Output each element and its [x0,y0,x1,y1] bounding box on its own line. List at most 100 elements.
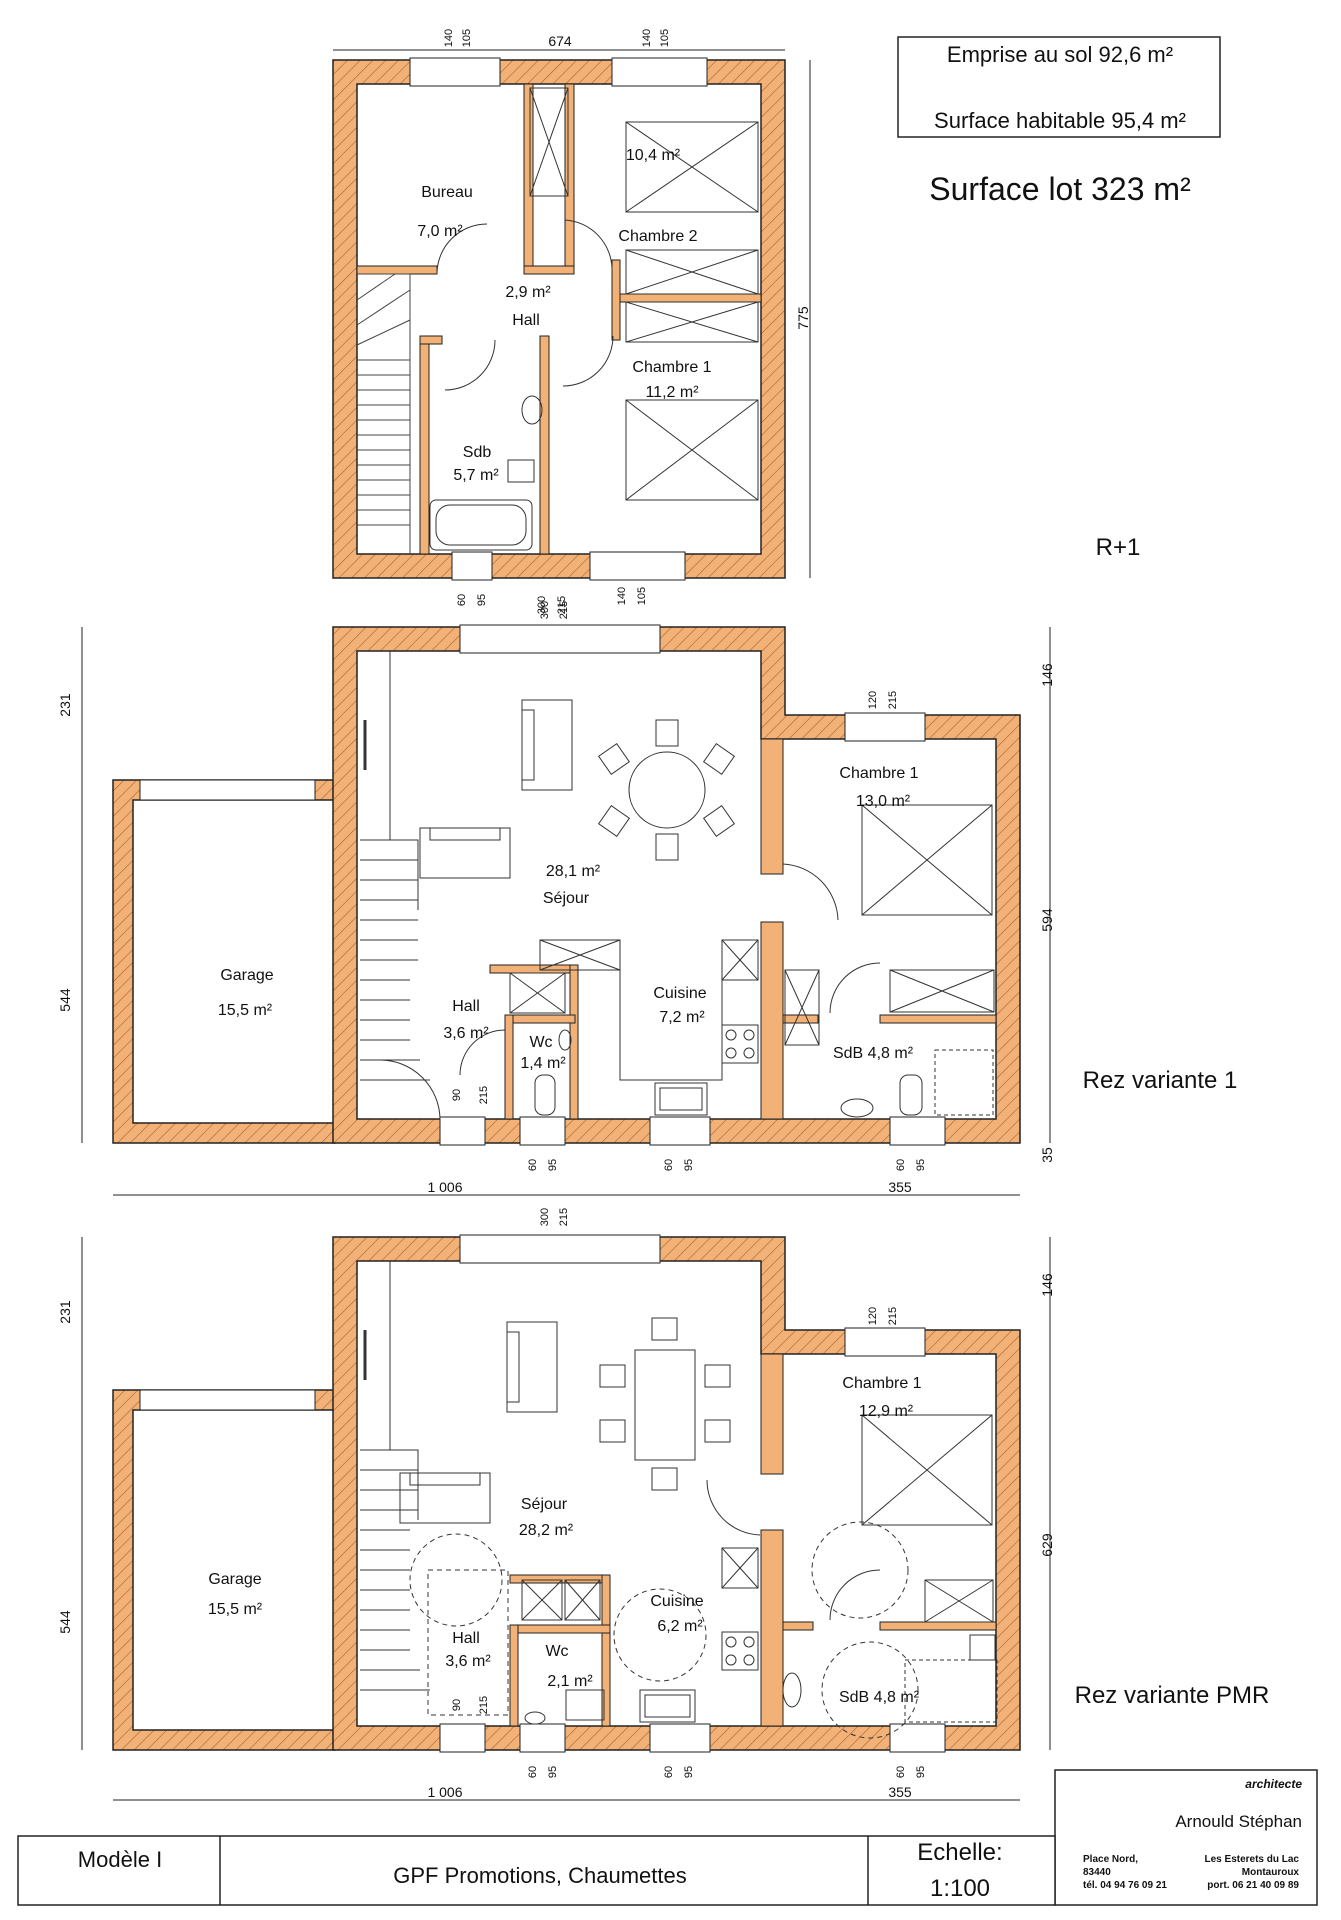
dim-pmr-1006: 1 006 [427,1784,462,1800]
scale-label: Echelle: [917,1839,1002,1866]
pmr-garage-label: Garage [208,1571,261,1588]
dim-pmr-120: 120 [867,1307,879,1325]
upper-chambre1-area: 11,2 m² [645,384,699,401]
upper-bureau-area: 7,0 m² [417,223,463,240]
dim-v1-231: 231 [57,693,73,717]
architect-name: Arnould Stéphan [1175,1812,1302,1831]
living-area-text: Surface habitable 95,4 m² [934,108,1186,133]
v1-chambre1-label: Chambre 1 [839,765,918,782]
v1-hall-area: 3,6 m² [443,1025,489,1042]
address-left-2: 83440 [1083,1867,1111,1878]
pmr-chambre1-label: Chambre 1 [842,1375,921,1392]
upper-sdb-area: 5,7 m² [453,467,499,484]
address-right-1: Les Esterets du Lac [1205,1854,1300,1865]
scale-value: 1:100 [930,1875,990,1902]
upper-chambre2-label: Chambre 2 [618,228,697,245]
dim-v1-300: 300 [539,601,551,619]
dim-v1-215c: 215 [478,1086,490,1104]
address-left-3: tél. 04 94 76 09 21 [1083,1880,1167,1891]
v1-garage-area: 15,5 m² [218,1002,273,1019]
dim-upper-win1-a: 140 [443,29,455,47]
pmr-sejour-area: 28,2 m² [519,1522,574,1539]
dim-upper-win3-b: 95 [476,594,488,606]
dim-upper-win2-a: 140 [641,29,653,47]
dim-upper-win4-a: 300 [536,596,548,614]
dim-upper-win5-b: 105 [636,587,648,605]
dim-v1-120: 120 [867,691,879,709]
dim-v1-60a: 60 [527,1159,539,1171]
dim-v1-355: 355 [888,1179,912,1195]
v1-hall-label: Hall [452,998,480,1015]
dim-v1-60c: 60 [895,1159,907,1171]
title-block: Modèle I GPF Promotions, Chaumettes Eche… [17,1769,1318,1906]
v1-sdb-label: SdB 4,8 m² [833,1045,914,1062]
footprint-text: Emprise au sol 92,6 m² [947,42,1173,67]
address-right-3: port. 06 21 40 09 89 [1207,1880,1299,1891]
v1-chambre1-area: 13,0 m² [856,793,911,810]
pmr-chambre1-area: 12,9 m² [859,1403,914,1420]
project-name: GPF Promotions, Chaumettes [393,1863,686,1888]
address-left-1: Place Nord, [1083,1854,1138,1865]
dim-pmr-629: 629 [1039,1533,1055,1557]
upper-hall-label: Hall [512,312,540,329]
v1-sejour-label: Séjour [543,890,590,907]
level-label-upper: R+1 [1096,534,1141,561]
dim-upper-win3-a: 60 [456,594,468,606]
dim-v1-95b: 95 [683,1159,695,1171]
dim-v1-215a: 215 [558,601,570,619]
dim-pmr-215b: 215 [887,1307,899,1325]
dim-v1-594: 594 [1039,908,1055,932]
address-right-2: Montauroux [1242,1867,1300,1878]
dim-v1-60b: 60 [663,1159,675,1171]
dim-pmr-146: 146 [1039,1273,1055,1297]
dim-pmr-90: 90 [451,1699,463,1711]
v1-garage-label: Garage [220,967,273,984]
v1-sejour-area: 28,1 m² [546,863,601,880]
dim-pmr-355: 355 [888,1784,912,1800]
dim-v1-215b: 215 [887,691,899,709]
dim-pmr-95c: 95 [915,1766,927,1778]
dim-v1-90: 90 [451,1089,463,1101]
upper-sdb-label: Sdb [463,444,492,461]
dim-v1-95a: 95 [547,1159,559,1171]
v1-cuisine-label: Cuisine [653,985,706,1002]
dim-pmr-215c: 215 [478,1696,490,1714]
dim-pmr-60b: 60 [663,1766,675,1778]
dim-upper-win4-b: 215 [556,596,568,614]
upper-floor-plan: Bureau 7,0 m² 10,4 m² Chambre 2 2,9 m² H… [332,29,811,614]
upper-chambre2-area: 10,4 m² [626,147,681,164]
pmr-hall-label: Hall [452,1630,480,1647]
lot-area-text: Surface lot 323 m² [929,171,1191,207]
v1-wc-label: Wc [529,1034,552,1051]
pmr-cuisine-area: 6,2 m² [657,1618,703,1635]
upper-bureau-label: Bureau [421,184,473,201]
pmr-wc-area: 2,1 m² [547,1673,593,1690]
pmr-garage-area: 15,5 m² [208,1601,263,1618]
pmr-hall-area: 3,6 m² [445,1653,491,1670]
dim-v1-1006: 1 006 [427,1179,462,1195]
upper-chambre1-label: Chambre 1 [632,359,711,376]
dim-upper-win1-b: 105 [461,29,473,47]
dim-v1-35: 35 [1039,1147,1055,1163]
v1-cuisine-area: 7,2 m² [659,1009,705,1026]
dim-v1-146: 146 [1039,663,1055,687]
pmr-sejour-label: Séjour [521,1496,568,1513]
dim-pmr-544: 544 [57,1610,73,1634]
upper-hall-area: 2,9 m² [505,284,551,301]
level-label-ground-v1: Rez variante 1 [1083,1067,1238,1094]
pmr-cuisine-label: Cuisine [650,1593,703,1610]
dim-v1-544: 544 [57,988,73,1012]
dim-upper-width: 674 [548,33,572,49]
architect-role: architecte [1245,1777,1302,1791]
ground-pmr-plan: Garage 15,5 m² Séjour 28,2 m² Hall 3,6 m… [57,1208,1055,1801]
dim-pmr-60a: 60 [527,1766,539,1778]
dim-pmr-95b: 95 [683,1766,695,1778]
dim-upper-depth: 775 [795,306,811,330]
summary-box [897,36,1221,138]
dim-pmr-60c: 60 [895,1766,907,1778]
v1-wc-area: 1,4 m² [520,1055,566,1072]
dim-upper-win5-a: 140 [616,587,628,605]
dim-pmr-231: 231 [57,1300,73,1324]
pmr-sdb-label: SdB 4,8 m² [839,1689,920,1706]
